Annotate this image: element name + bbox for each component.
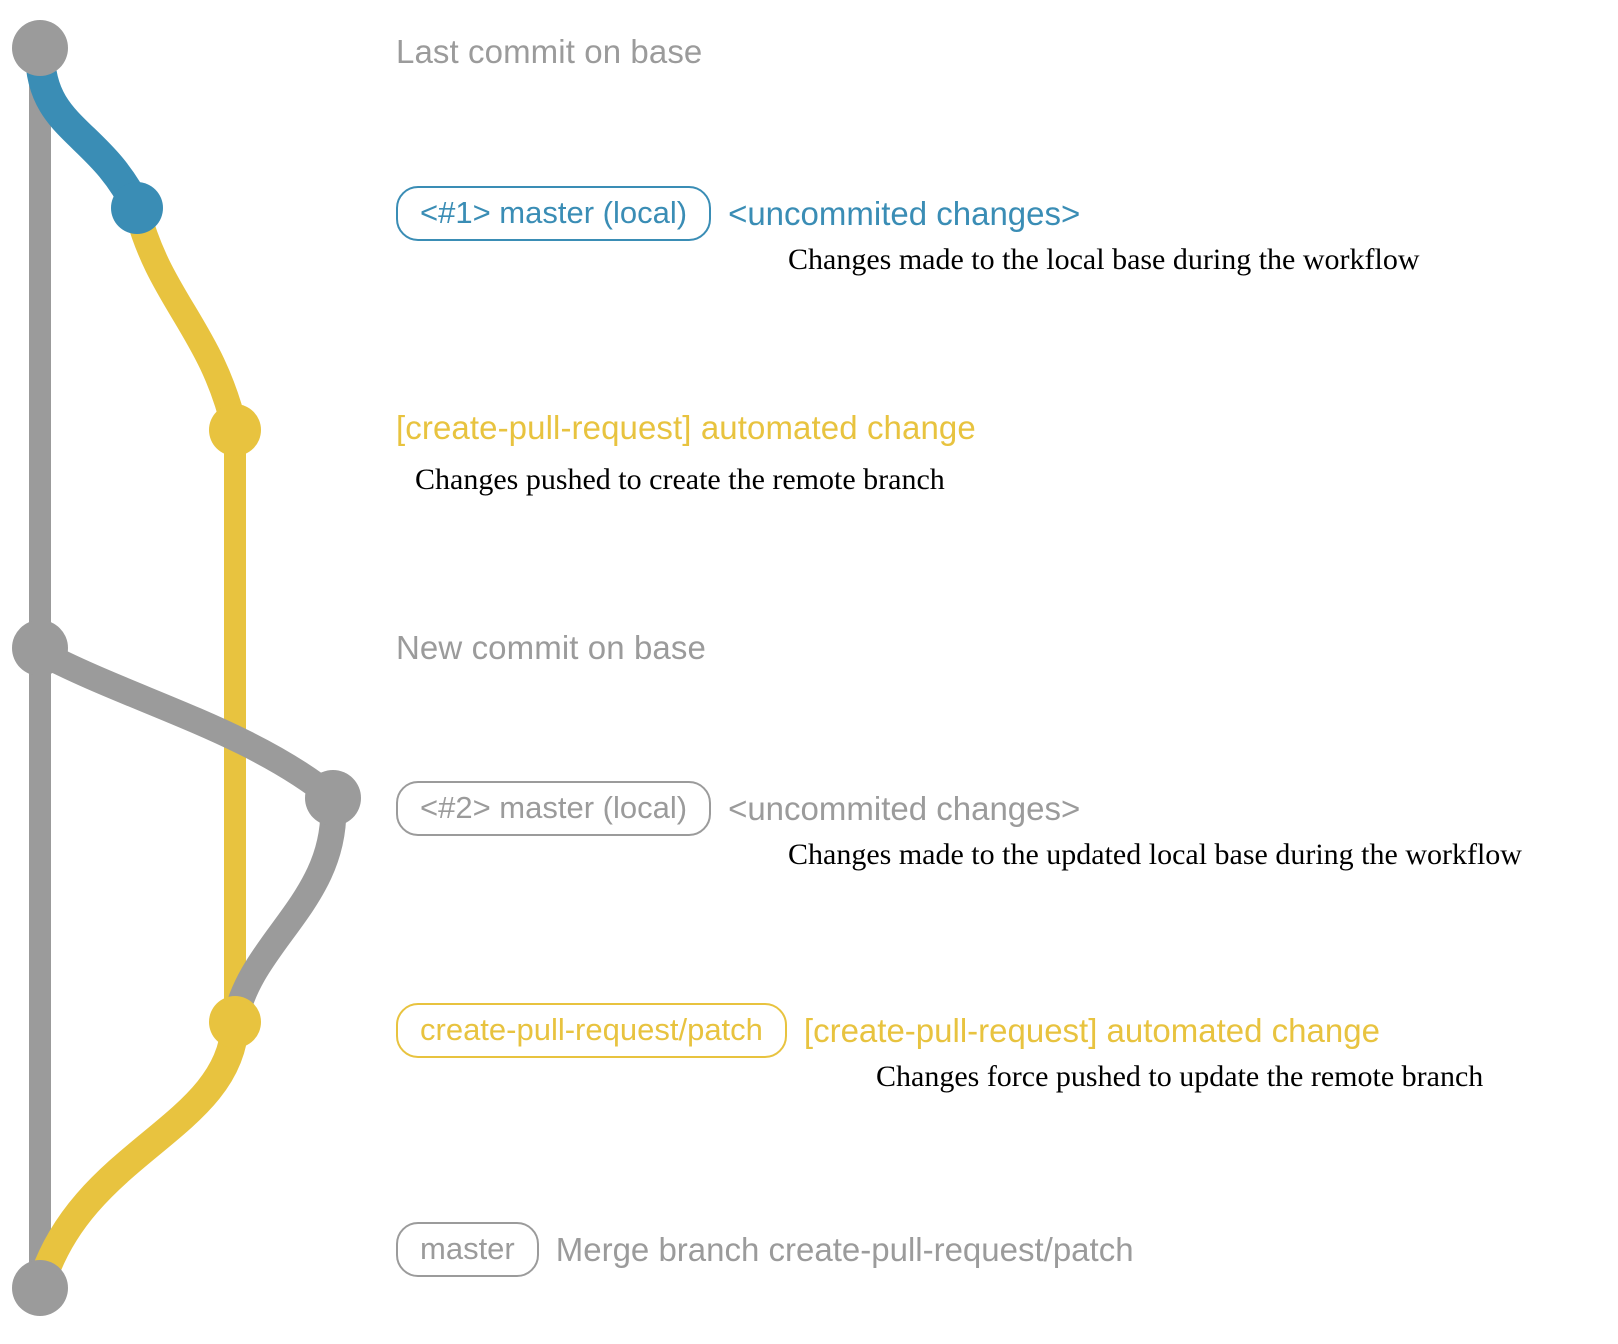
row-caption-last-commit-on-base: Last commit on base [396,33,703,70]
row-caption-automated-change-1: [create-pull-request] automated change [396,409,976,446]
row-last-commit-on-base: Last commit on base [396,33,702,71]
row-description-create-pull-request-patch: Changes force pushed to update the remot… [876,1060,1484,1093]
badge-master-local-1[interactable]: <#1> master (local) [396,186,712,241]
commit-node-local-1[interactable] [111,182,163,234]
row-description-automated-change-1: Changes pushed to create the remote bran… [415,463,945,496]
commit-node-remote-2[interactable] [209,996,261,1048]
row-automated-change-1: [create-pull-request] automated change [396,409,976,447]
commit-node-base-last[interactable] [12,20,68,76]
remote-merge-line [26,1010,249,1302]
badge-create-pull-request-patch[interactable]: create-pull-request/patch [396,1003,787,1058]
commit-node-remote-1[interactable] [209,404,261,456]
row-caption-master-merge: Merge branch create-pull-request/patch [555,1230,1134,1268]
row-caption-new-commit-on-base: New commit on base [396,629,706,666]
badge-master[interactable]: master [396,1222,539,1277]
commit-node-base-new[interactable] [12,620,68,676]
local-branch-line-1 [25,37,152,223]
remote-branch-line-1 [124,197,248,443]
row-caption-create-pull-request-patch: [create-pull-request] automated change [803,1011,1380,1049]
commit-node-local-2[interactable] [305,770,361,826]
commit-node-base-merge[interactable] [12,1260,68,1316]
row-caption-master-local-2: <uncommited changes> [728,789,1081,827]
row-caption-master-local-1: <uncommited changes> [728,194,1081,232]
row-master-merge: master Merge branch create-pull-request/… [396,1222,1134,1277]
badge-master-local-2[interactable]: <#2> master (local) [396,781,712,836]
row-new-commit-on-base: New commit on base [396,629,706,667]
row-create-pull-request-patch: create-pull-request/patch [create-pull-r… [396,1003,1380,1058]
branch-graph-svg [12,20,361,1316]
row-description-master-local-1: Changes made to the local base during th… [788,243,1420,276]
row-master-local-2: <#2> master (local) <uncommited changes> [396,781,1080,836]
updated-local-to-remote-line [222,787,347,1035]
updated-local-branch-line [27,639,346,811]
row-description-master-local-2: Changes made to the updated local base d… [788,838,1522,871]
row-master-local-1: <#1> master (local) <uncommited changes> [396,186,1080,241]
